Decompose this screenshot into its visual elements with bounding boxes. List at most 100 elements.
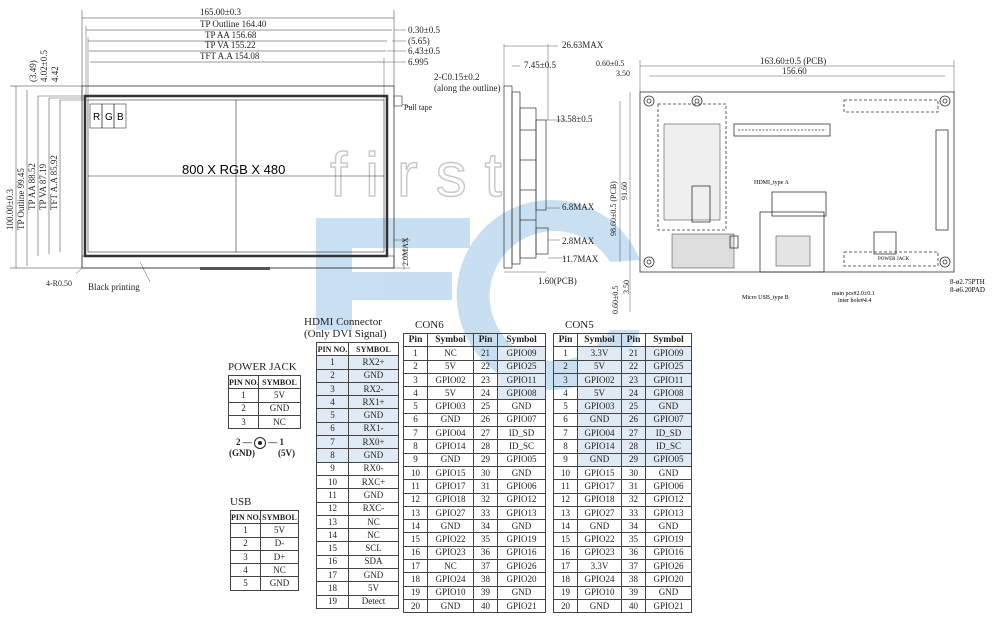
table-cell: GND <box>497 585 546 600</box>
svg-text:0.60±0.5: 0.60±0.5 <box>596 59 624 68</box>
table-cell: GPIO23 <box>427 545 474 561</box>
table-cell: 18 <box>403 572 428 587</box>
table-cell: 5V <box>577 359 622 374</box>
table-cell: 14 <box>553 519 578 534</box>
svg-text:6.8MAX: 6.8MAX <box>562 202 595 212</box>
table-cell: 9 <box>403 452 428 467</box>
table-cell: 12 <box>403 492 428 507</box>
table-cell: 4 <box>316 395 349 410</box>
table-cell: 35 <box>473 532 498 547</box>
table-cell: GND <box>427 598 474 614</box>
table-cell: GPIO17 <box>577 479 622 494</box>
table-header: Symbol <box>577 332 622 348</box>
table-cell: 31 <box>621 479 646 494</box>
table-cell: 16 <box>403 545 428 561</box>
svg-text:Pull tape: Pull tape <box>404 103 433 112</box>
svg-text:156.60: 156.60 <box>782 66 807 76</box>
table-cell: GPIO27 <box>427 505 474 521</box>
svg-text:3.50: 3.50 <box>622 280 631 294</box>
table-cell: GND <box>348 448 399 463</box>
table-cell: GPIO21 <box>645 598 692 614</box>
svg-text:11.7MAX: 11.7MAX <box>562 254 599 264</box>
table-header: Symbol <box>645 332 692 348</box>
table-cell: 5V <box>348 581 399 596</box>
svg-text:100.00±0.3: 100.00±0.3 <box>5 189 15 230</box>
svg-text:165.00±0.3: 165.00±0.3 <box>200 7 241 17</box>
table-cell: 27 <box>473 426 498 441</box>
table-cell: 37 <box>473 559 498 574</box>
table-cell: 21 <box>621 346 646 361</box>
watermark-outline-text: first <box>330 141 520 210</box>
svg-text:2.8MAX: 2.8MAX <box>562 236 595 246</box>
table-cell: 14 <box>316 528 349 543</box>
table-cell: 34 <box>621 519 646 534</box>
power-jack-title: POWER JACK <box>228 361 297 373</box>
svg-text:4-R0.50: 4-R0.50 <box>46 279 72 288</box>
svg-text:(3.49): (3.49) <box>28 60 38 82</box>
table-cell: 19 <box>316 594 349 609</box>
table-cell: 28 <box>473 439 498 454</box>
table-cell: 19 <box>553 585 578 600</box>
table-cell: 9 <box>316 461 349 476</box>
table-cell: 29 <box>473 452 498 467</box>
table-cell: GPIO16 <box>497 545 546 561</box>
table-cell: 16 <box>316 554 349 570</box>
table-cell: 7 <box>553 426 578 441</box>
table-cell: 17 <box>553 559 578 574</box>
table-cell: 26 <box>621 412 646 428</box>
table-cell: 3 <box>316 381 349 397</box>
svg-text:POWER JACK: POWER JACK <box>878 257 910 262</box>
table-cell: NC <box>348 528 399 543</box>
table-cell: GPIO05 <box>645 452 692 467</box>
table-cell: NC <box>427 559 474 574</box>
con6-title: CON6 <box>415 319 444 331</box>
table-cell: 38 <box>621 572 646 587</box>
table-cell: 24 <box>621 386 646 401</box>
table-cell: 8 <box>403 439 428 454</box>
table-cell: 11 <box>316 488 349 503</box>
table-header: Pin <box>403 332 428 348</box>
table-cell: 10 <box>316 474 349 490</box>
table-cell: GPIO22 <box>577 532 622 547</box>
table-cell: GND <box>577 519 622 534</box>
table-header: PIN NO. <box>316 341 349 357</box>
table-cell: 15 <box>403 532 428 547</box>
table-cell: GPIO14 <box>577 439 622 454</box>
table-cell: 35 <box>621 532 646 547</box>
svg-text:4.02±0.5: 4.02±0.5 <box>39 50 49 82</box>
table-cell: GND <box>645 465 692 481</box>
table-cell: GND <box>348 568 399 583</box>
table-cell: 6 <box>553 412 578 428</box>
svg-text:(along the outline): (along the outline) <box>434 83 500 93</box>
table-cell: GPIO25 <box>497 359 546 374</box>
table-header: Symbol <box>497 332 546 348</box>
table-cell: GND <box>645 519 692 534</box>
svg-text:B: B <box>117 112 124 123</box>
side-view-text: 26.63MAX 7.45±0.5 2-C0.15±0.2 (along the… <box>434 40 604 286</box>
table-cell: GPIO26 <box>497 559 546 574</box>
table-cell: GPIO13 <box>645 505 692 521</box>
